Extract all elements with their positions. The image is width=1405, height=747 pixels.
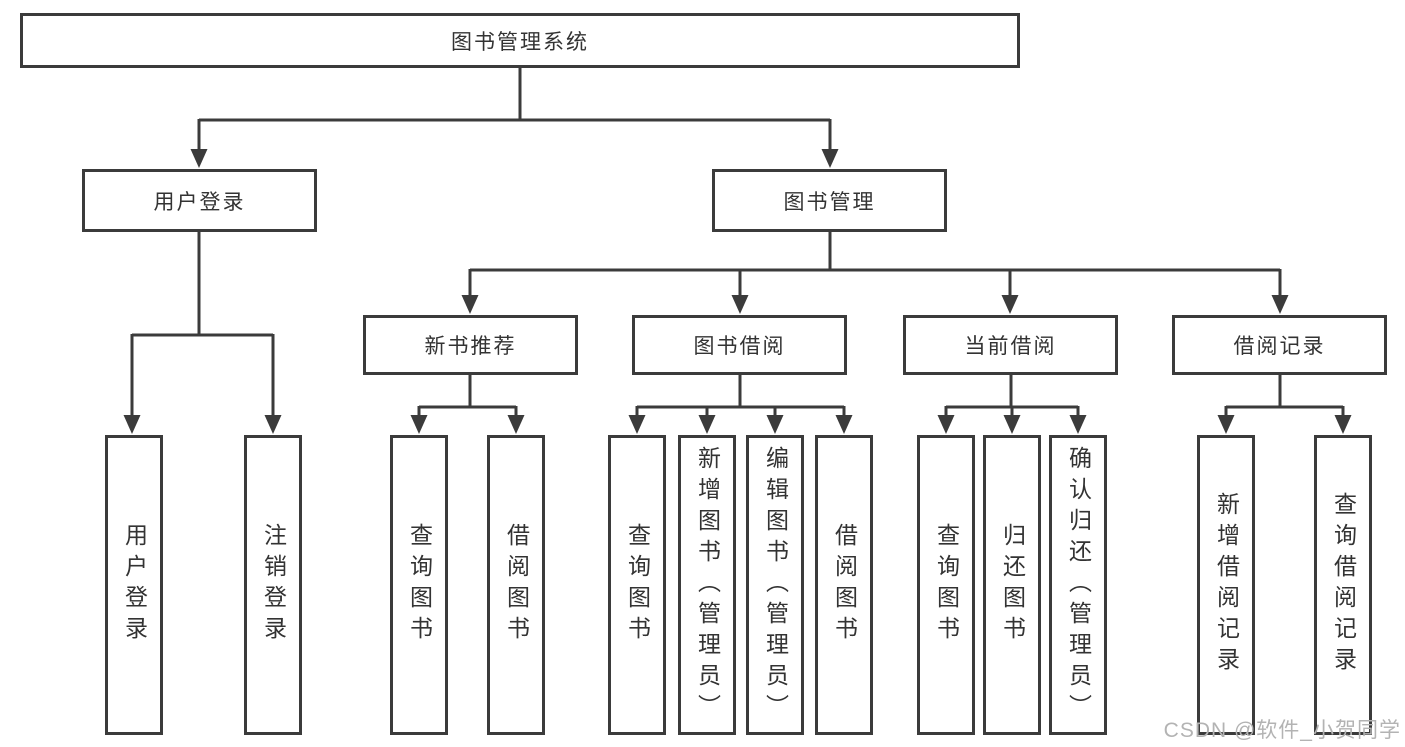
leaf-logout: 注销登录 <box>244 435 302 735</box>
leaf-confirm-return-admin: 确认归还（管理员） <box>1049 435 1107 735</box>
leaf-query-books-recommend-label: 查询图书 <box>406 523 433 647</box>
leaf-return-books: 归还图书 <box>983 435 1041 735</box>
csdn-watermark: CSDN @软件_小贺同学 <box>1163 719 1401 742</box>
leaf-user-login-label: 用户登录 <box>121 523 148 647</box>
arrowheads-user-login-children <box>123 415 282 434</box>
connector-borrow-records-children <box>1224 375 1345 418</box>
connector-book-management-children <box>468 232 1282 298</box>
arrowheads-book-management-children <box>461 295 1289 314</box>
node-book-management: 图书管理 <box>712 169 947 232</box>
leaf-return-books-label: 归还图书 <box>999 523 1026 647</box>
leaf-add-borrow-record: 新增借阅记录 <box>1197 435 1255 735</box>
node-current-borrow-label: 当前借阅 <box>964 335 1057 358</box>
leaf-add-books-admin: 新增图书（管理员） <box>678 435 736 735</box>
leaf-add-borrow-record-label: 新增借阅记录 <box>1213 492 1240 678</box>
node-new-book-recommend: 新书推荐 <box>363 315 578 375</box>
leaf-user-login: 用户登录 <box>105 435 163 735</box>
arrowheads-book-borrow-children <box>628 415 853 434</box>
leaf-query-borrow-record: 查询借阅记录 <box>1314 435 1372 735</box>
node-borrow-records-label: 借阅记录 <box>1233 335 1326 358</box>
node-book-borrow-label: 图书借阅 <box>693 335 786 358</box>
node-library-system-root: 图书管理系统 <box>20 13 1020 68</box>
leaf-query-books-current: 查询图书 <box>917 435 975 735</box>
leaf-borrow-books: 借阅图书 <box>815 435 873 735</box>
node-book-borrow: 图书借阅 <box>632 315 847 375</box>
leaf-edit-books-admin: 编辑图书（管理员） <box>746 435 804 735</box>
leaf-edit-books-admin-label: 编辑图书（管理员） <box>762 445 789 725</box>
arrowheads-borrow-records-children <box>1217 415 1352 434</box>
connector-current-borrow-children <box>944 375 1080 418</box>
arrowheads-current-borrow-children <box>937 415 1087 434</box>
leaf-borrow-books-recommend: 借阅图书 <box>487 435 545 735</box>
leaf-add-books-admin-label: 新增图书（管理员） <box>694 445 721 725</box>
connector-root-to-level2 <box>197 68 832 152</box>
node-current-borrow: 当前借阅 <box>903 315 1118 375</box>
leaf-borrow-books-recommend-label: 借阅图书 <box>503 523 530 647</box>
arrowheads-root-to-level2 <box>190 149 839 168</box>
node-borrow-records: 借阅记录 <box>1172 315 1387 375</box>
leaf-confirm-return-admin-label: 确认归还（管理员） <box>1065 445 1092 725</box>
leaf-borrow-books-label: 借阅图书 <box>831 523 858 647</box>
connector-new-book-children <box>417 375 518 418</box>
node-new-book-recommend-label: 新书推荐 <box>424 335 517 358</box>
leaf-query-books-current-label: 查询图书 <box>933 523 960 647</box>
leaf-logout-label: 注销登录 <box>260 523 287 647</box>
connector-book-borrow-children <box>635 375 846 418</box>
connector-user-login-children <box>130 232 275 418</box>
leaf-query-borrow-record-label: 查询借阅记录 <box>1330 492 1357 678</box>
node-library-system-root-label: 图书管理系统 <box>451 30 589 54</box>
leaf-query-books-borrow-label: 查询图书 <box>624 523 651 647</box>
leaf-query-books-borrow: 查询图书 <box>608 435 666 735</box>
arrowheads-new-book-children <box>410 415 525 434</box>
leaf-query-books-recommend: 查询图书 <box>390 435 448 735</box>
node-book-management-label: 图书管理 <box>783 190 876 214</box>
node-user-login: 用户登录 <box>82 169 317 232</box>
node-user-login-label: 用户登录 <box>153 190 246 214</box>
